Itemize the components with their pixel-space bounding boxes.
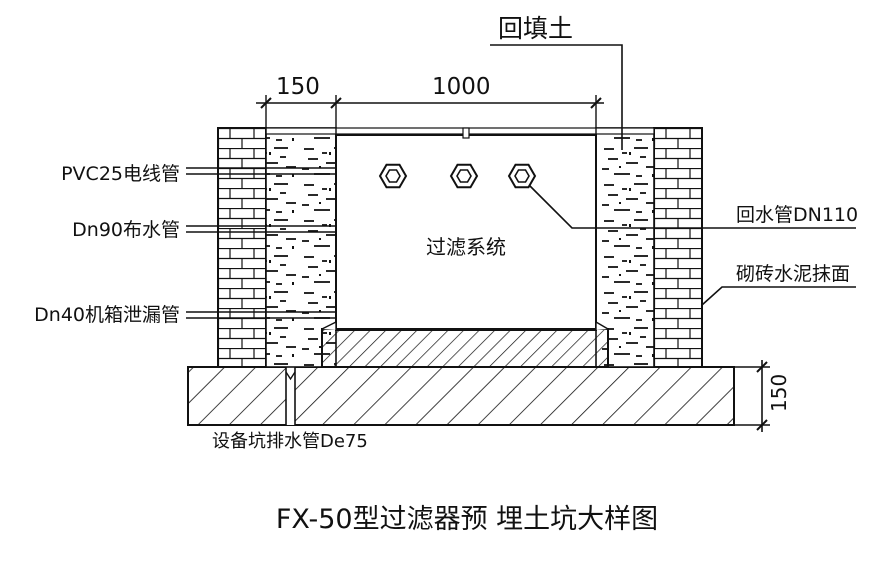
brick-wall-left xyxy=(217,127,267,368)
dimension-150-base: 150 xyxy=(767,374,791,412)
hex-fitting-2-icon xyxy=(449,163,479,189)
drain-pipe-label: Dn40机箱泄漏管 xyxy=(34,304,180,326)
supply-pipe-label: Dn90布水管 xyxy=(72,219,180,241)
pit-drain-label: 设备坑排水管De75 xyxy=(212,431,368,452)
base-dimension xyxy=(734,360,770,432)
backfill-label: 回填土 xyxy=(498,14,573,43)
base-slab xyxy=(187,366,735,426)
pvc-conduit-pipe xyxy=(186,167,338,175)
backfill-leader xyxy=(490,44,623,150)
supply-pipe xyxy=(186,225,338,233)
top-dimension xyxy=(256,95,604,138)
concrete-pad xyxy=(321,328,609,368)
return-pipe-leader xyxy=(529,185,856,229)
brick-wall-right xyxy=(653,127,703,368)
drain-pipe xyxy=(186,311,338,319)
brick-wall-label: 砌砖水泥抹面 xyxy=(736,263,850,285)
hex-fitting-3-icon xyxy=(507,163,537,189)
return-pipe-label: 回水管DN110 xyxy=(736,204,858,226)
dimension-1000: 1000 xyxy=(432,74,491,100)
drawing-title: FX-50型过滤器预 埋土坑大样图 xyxy=(276,504,658,535)
hex-fitting-1-icon xyxy=(378,163,408,189)
filter-system-label: 过滤系统 xyxy=(426,235,506,259)
dimension-150-top: 150 xyxy=(276,74,320,100)
pvc-conduit-label: PVC25电线管 xyxy=(61,163,180,185)
brick-wall-leader xyxy=(701,286,856,306)
pit-drain-gap xyxy=(286,367,295,425)
